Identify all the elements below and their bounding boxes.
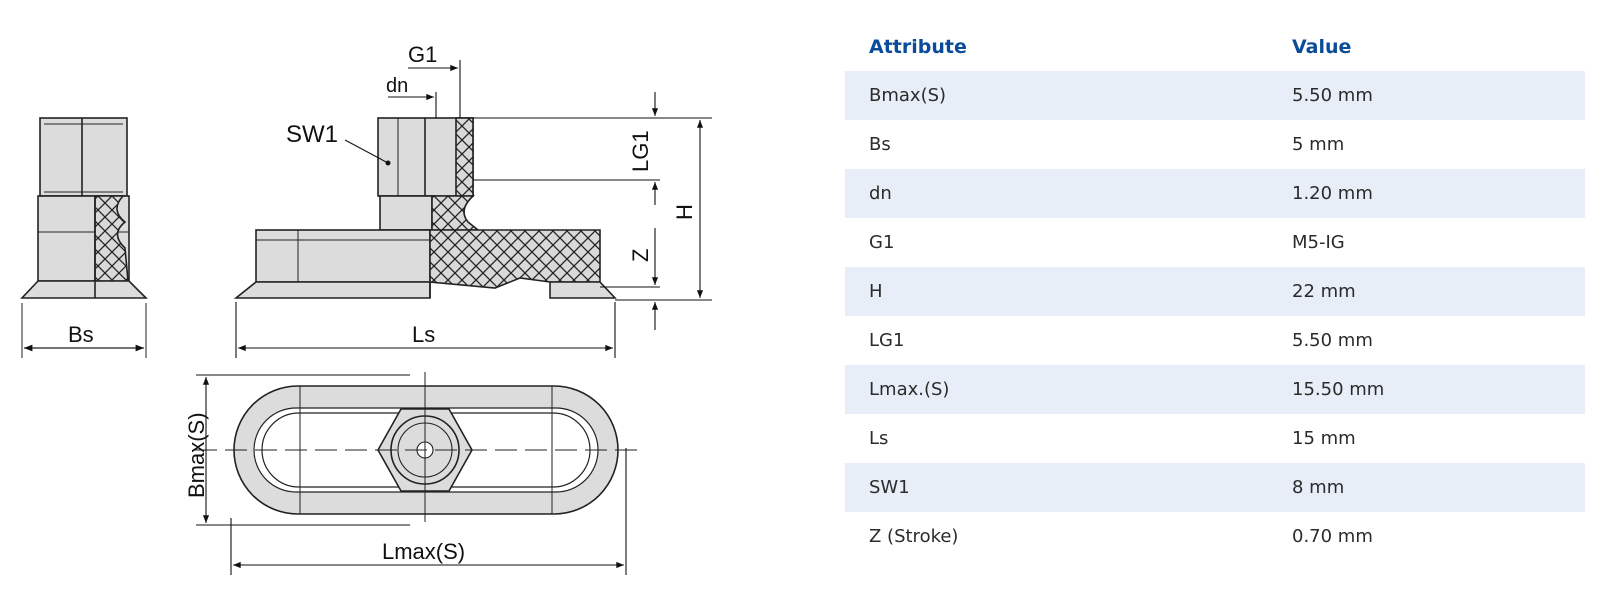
value-cell: 15 mm (1292, 428, 1356, 449)
attribute-cell: LG1 (869, 330, 905, 351)
attribute-column-header: Attribute (869, 35, 967, 58)
dn-label: dn (386, 75, 408, 97)
top-dimensions (196, 374, 627, 575)
value-cell: 15.50 mm (1292, 379, 1385, 400)
front-view (233, 117, 617, 299)
lmax-label: Lmax(S) (382, 539, 465, 564)
value-column-header: Value (1292, 35, 1352, 58)
technical-drawing: Bs G1 dn SW1 LG1 (20, 42, 712, 575)
value-cell: 22 mm (1292, 281, 1356, 302)
value-cell: 5 mm (1292, 134, 1345, 155)
table-row: Z (Stroke) 0.70 mm (845, 512, 1585, 561)
value-cell: 1.20 mm (1292, 183, 1373, 204)
table-row: LG1 5.50 mm (845, 316, 1585, 365)
spec-table: Attribute Value Bmax(S) 5.50 mm Bs 5 mm … (845, 22, 1585, 561)
sw1-label: SW1 (286, 121, 338, 148)
attribute-cell: Bs (869, 134, 891, 155)
bmax-label: Bmax(S) (184, 412, 209, 498)
attribute-cell: SW1 (869, 477, 910, 498)
attribute-cell: dn (869, 183, 892, 204)
g1-label: G1 (408, 42, 437, 67)
top-view (195, 372, 640, 522)
value-cell: M5-IG (1292, 232, 1345, 253)
sw1-leader-dot (385, 160, 391, 166)
table-row: Bmax(S) 5.50 mm (845, 71, 1585, 120)
value-cell: 5.50 mm (1292, 85, 1373, 106)
table-row: Ls 15 mm (845, 414, 1585, 463)
table-row: G1 M5-IG (845, 218, 1585, 267)
front-dimensions (235, 60, 712, 358)
table-row: Bs 5 mm (845, 120, 1585, 169)
attribute-cell: H (869, 281, 883, 302)
attribute-cell: Lmax.(S) (869, 379, 950, 400)
h-label: H (672, 204, 697, 220)
side-view (20, 117, 148, 358)
value-cell: 8 mm (1292, 477, 1345, 498)
table-row: Lmax.(S) 15.50 mm (845, 365, 1585, 414)
table-row: dn 1.20 mm (845, 169, 1585, 218)
table-row: H 22 mm (845, 267, 1585, 316)
lg1-label: LG1 (628, 130, 653, 172)
table-header-row: Attribute Value (845, 22, 1585, 71)
ls-label: Ls (412, 322, 435, 347)
bs-label: Bs (68, 322, 94, 347)
attribute-cell: Bmax(S) (869, 85, 947, 106)
z-label: Z (628, 249, 653, 262)
table-row: SW1 8 mm (845, 463, 1585, 512)
attribute-cell: Ls (869, 428, 889, 449)
value-cell: 0.70 mm (1292, 526, 1373, 547)
attribute-cell: G1 (869, 232, 895, 253)
attribute-cell: Z (Stroke) (869, 526, 959, 547)
value-cell: 5.50 mm (1292, 330, 1373, 351)
